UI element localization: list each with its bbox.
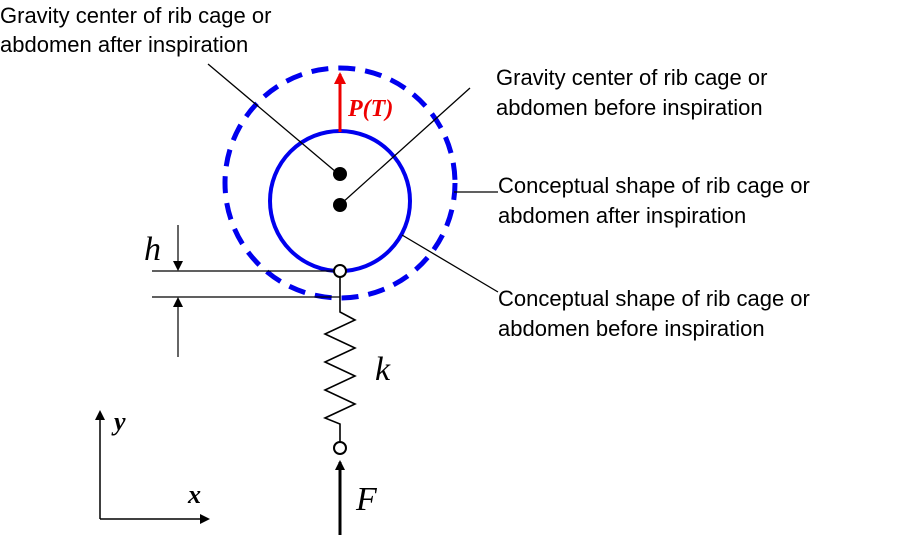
k-symbol: k bbox=[375, 351, 391, 388]
y-symbol: y bbox=[111, 407, 126, 436]
spring bbox=[322, 277, 357, 442]
gravity-center-after bbox=[333, 167, 347, 181]
leader-gc-after bbox=[207, 63, 337, 173]
label-shape-after-1: Conceptual shape of rib cage or bbox=[498, 173, 810, 198]
label-gc-after-2: abdomen after inspiration bbox=[0, 32, 248, 57]
F-symbol: F bbox=[355, 481, 378, 518]
h-symbol: h bbox=[144, 231, 161, 268]
leader-gc-before bbox=[341, 87, 471, 204]
pressure-label: P(T) bbox=[347, 96, 393, 122]
label-shape-before-1: Conceptual shape of rib cage or bbox=[498, 286, 810, 311]
label-gc-before-1: Gravity center of rib cage or bbox=[496, 65, 767, 90]
bottom-joint bbox=[333, 441, 347, 455]
circle-after-inspiration bbox=[222, 65, 458, 301]
label-gc-before-2: abdomen before inspiration bbox=[496, 95, 763, 120]
top-joint bbox=[333, 264, 347, 278]
label-shape-after-2: abdomen after inspiration bbox=[498, 203, 746, 228]
label-shape-before-2: abdomen before inspiration bbox=[498, 316, 765, 341]
label-gc-after-1: Gravity center of rib cage or bbox=[0, 3, 271, 28]
x-symbol: x bbox=[187, 480, 201, 509]
leader-shape-before bbox=[401, 234, 499, 293]
